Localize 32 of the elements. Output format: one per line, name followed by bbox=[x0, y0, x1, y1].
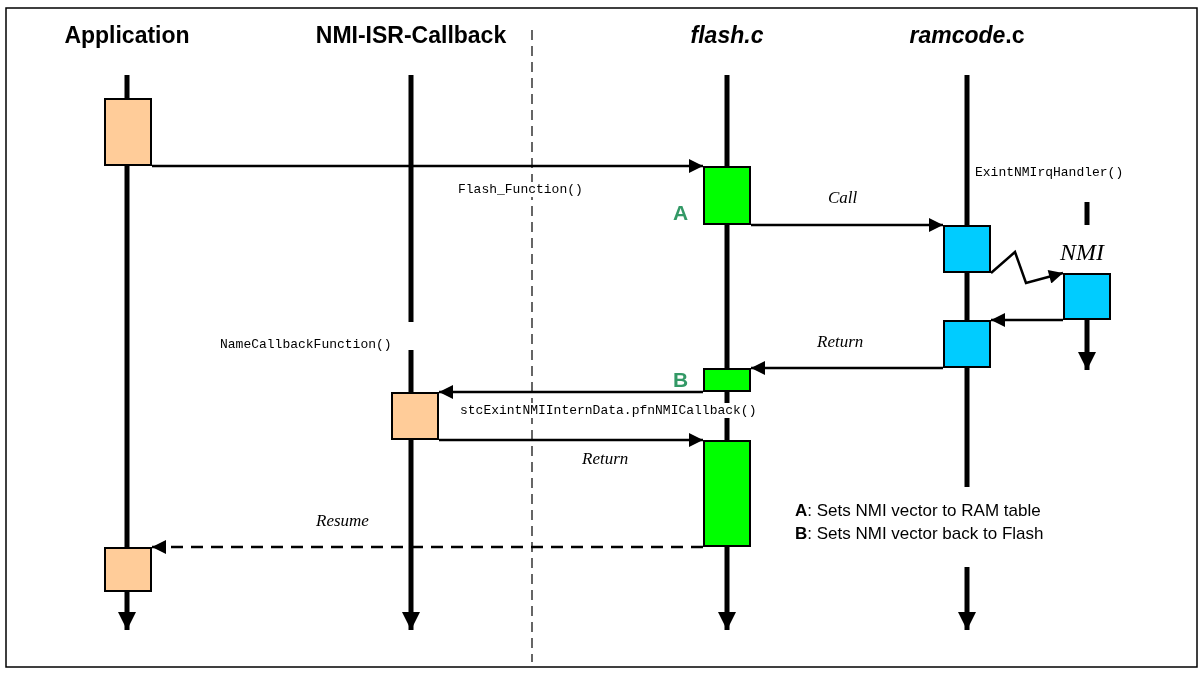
activation-box bbox=[943, 225, 991, 273]
activation-box bbox=[703, 368, 751, 392]
message-arrow bbox=[439, 385, 703, 399]
step-marker: B bbox=[673, 368, 689, 392]
activation-box bbox=[943, 320, 991, 368]
activation-box bbox=[1063, 273, 1111, 320]
message-arrow bbox=[751, 218, 943, 232]
message-arrow bbox=[991, 313, 1063, 327]
message-arrow bbox=[152, 159, 703, 173]
function-name: ExintNMIrqHandler() bbox=[975, 165, 1124, 180]
edge-label: Return bbox=[817, 332, 864, 352]
edge-label: Call bbox=[828, 188, 858, 208]
activation-box bbox=[391, 392, 439, 440]
activation-box bbox=[104, 547, 152, 592]
edge-label: NMI bbox=[1060, 239, 1104, 266]
activation-box bbox=[703, 440, 751, 547]
activation-box bbox=[703, 166, 751, 225]
edge-label: Flash_Function() bbox=[458, 182, 583, 197]
activation-box bbox=[104, 98, 152, 166]
interrupt-arrow bbox=[990, 249, 1064, 285]
edge-label: Return bbox=[582, 449, 629, 469]
edge-label: stcExintNMIInternData.pfnNMICallback() bbox=[460, 403, 757, 418]
lifeline-title: flash.c bbox=[690, 22, 764, 49]
message-arrow bbox=[751, 361, 943, 375]
edge-label: Resume bbox=[316, 511, 369, 531]
lifeline-arrow bbox=[1078, 320, 1096, 370]
lifeline-title: NMI-ISR-Callback bbox=[315, 22, 507, 49]
lifeline-title: ramcode.c bbox=[909, 22, 1025, 49]
step-marker: A bbox=[673, 201, 689, 225]
lifeline-title: Application bbox=[64, 22, 190, 49]
message-arrow bbox=[439, 433, 703, 447]
message-arrow bbox=[152, 540, 703, 554]
